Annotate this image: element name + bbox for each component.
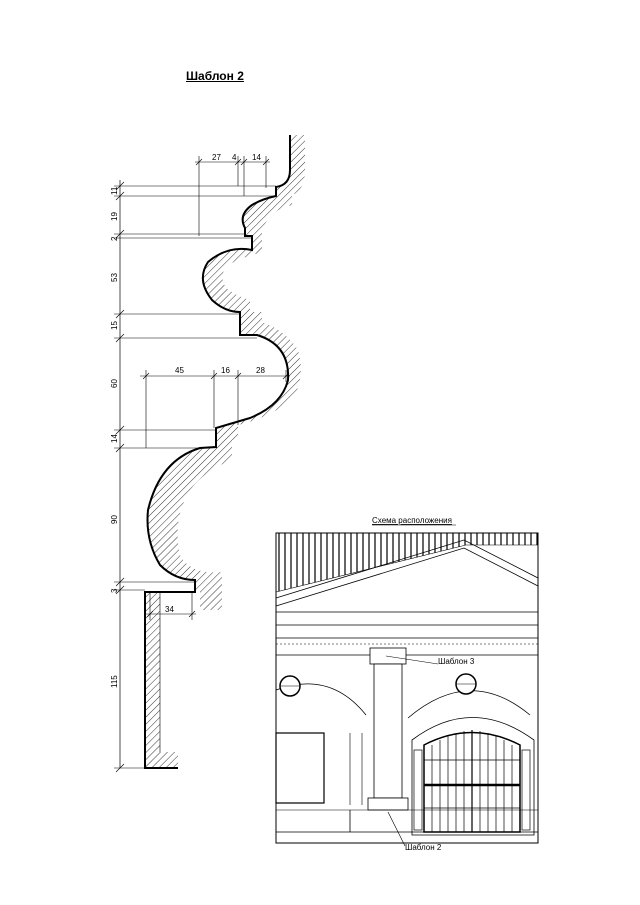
- plinth-hatch: [145, 592, 178, 768]
- label-template-2: Шаблон 2: [405, 843, 442, 852]
- dim-v-90: 90: [110, 515, 119, 524]
- dim-h-14: 14: [252, 153, 261, 162]
- dim-v-11: 11: [110, 186, 119, 195]
- dim-v-115: 115: [110, 675, 119, 688]
- dim-h-45: 45: [175, 366, 184, 375]
- dim-v-14: 14: [110, 434, 119, 443]
- cornice-profile: [144, 135, 305, 769]
- vertical-dimensions: 11 19 2 53 15 60 14 90 3 115: [110, 180, 276, 773]
- wall-panel: [275, 732, 325, 804]
- dim-v-15: 15: [110, 321, 119, 330]
- profile-hatch-band: [147, 135, 305, 610]
- dim-v-2: 2: [110, 236, 119, 241]
- dim-v-60: 60: [110, 379, 119, 388]
- dim-v-3: 3: [110, 588, 119, 593]
- iron-gate: [413, 730, 531, 833]
- pediment-roof: [275, 532, 539, 593]
- dim-h-28: 28: [256, 366, 265, 375]
- pediment-lines: [275, 539, 539, 613]
- dim-v-53: 53: [110, 273, 119, 282]
- dim-v-19: 19: [110, 212, 119, 221]
- dim-h-4: 4: [232, 153, 237, 162]
- label-template-3: Шаблон 3: [438, 657, 475, 666]
- dim-h-16: 16: [221, 366, 230, 375]
- column-capital: [369, 647, 407, 665]
- horizontal-dimensions-mid: 45 16 28: [140, 366, 290, 448]
- profile-outline: [144, 135, 291, 769]
- page-title: Шаблон 2: [186, 69, 244, 83]
- column-base: [367, 797, 409, 811]
- inset-title: Схема расположения: [372, 516, 452, 525]
- horizontal-dimensions-bottom: 34: [145, 592, 196, 620]
- horizontal-dimensions-top: 27 4 14: [195, 153, 270, 236]
- column-shaft: [373, 663, 403, 799]
- location-scheme: Схема расположения: [275, 516, 539, 852]
- dim-h-27: 27: [212, 153, 221, 162]
- dim-h-34: 34: [165, 605, 174, 614]
